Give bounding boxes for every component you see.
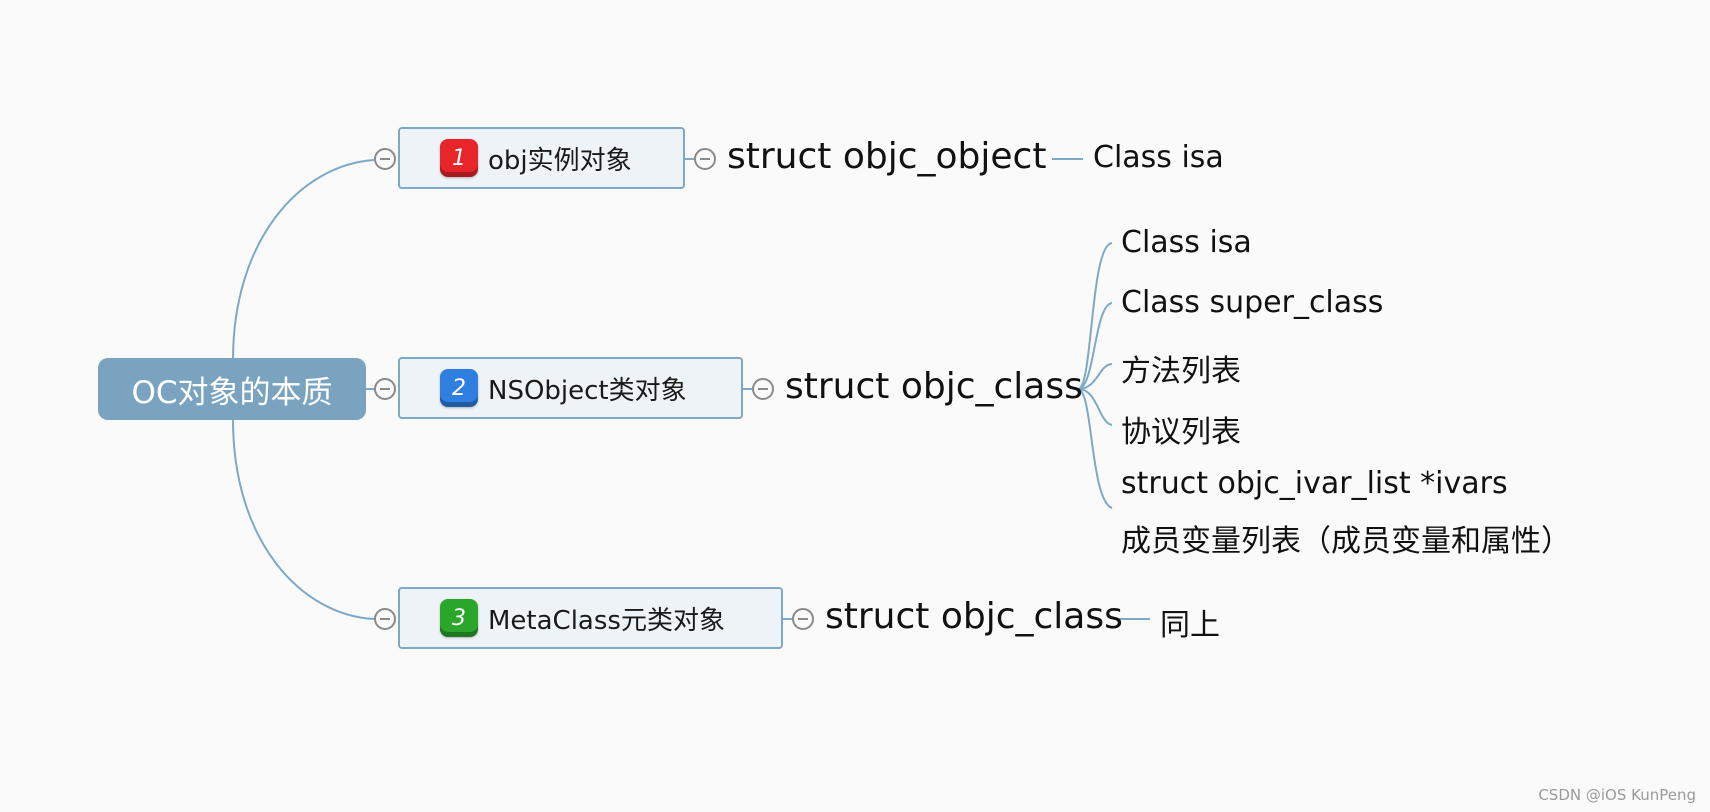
root-label: OC对象的本质 [131, 374, 333, 411]
connector-fan-5 [1077, 388, 1113, 509]
priority-badge-2: 2 [440, 369, 478, 407]
connector-root-branch-1 [232, 159, 375, 361]
leaf-2-2: Class super_class [1121, 285, 1384, 320]
collapse-minus-icon[interactable] [374, 608, 396, 630]
collapse-minus-icon[interactable] [694, 148, 716, 170]
branch-label-3: MetaClass元类对象 [488, 605, 725, 636]
collapse-minus-icon[interactable] [792, 608, 814, 630]
connector-fan-1 [1077, 242, 1113, 390]
collapse-minus-icon[interactable] [374, 148, 396, 170]
branch-label-1: obj实例对象 [488, 145, 632, 176]
branch-label-2: NSObject类对象 [488, 375, 687, 406]
collapse-minus-icon[interactable] [752, 378, 774, 400]
leaf-2-6: 成员变量列表（成员变量和属性） [1121, 524, 1571, 559]
root-node[interactable]: OC对象的本质 [98, 358, 366, 420]
watermark: CSDN @iOS KunPeng [1538, 786, 1696, 804]
struct-label-3: struct objc_class [825, 596, 1123, 637]
branch-node-3[interactable]: 3 MetaClass元类对象 [398, 587, 783, 649]
priority-badge-3: 3 [440, 599, 478, 637]
connector-root-branch-3 [232, 419, 375, 620]
connector-fan-3 [1077, 363, 1113, 390]
priority-badge-1: 1 [440, 139, 478, 177]
collapse-minus-icon[interactable] [374, 378, 396, 400]
branch-node-2[interactable]: 2 NSObject类对象 [398, 357, 743, 419]
struct-label-2: struct objc_class [785, 366, 1083, 407]
leaf-2-3: 方法列表 [1121, 354, 1241, 389]
leaf-3-1: 同上 [1160, 608, 1220, 643]
leaf-2-4: 协议列表 [1121, 415, 1241, 450]
struct-label-1: struct objc_object [727, 136, 1047, 177]
branch-node-1[interactable]: 1 obj实例对象 [398, 127, 685, 189]
leaf-2-5: struct objc_ivar_list *ivars [1121, 466, 1508, 501]
leaf-1-1: Class isa [1093, 140, 1224, 175]
leaf-2-1: Class isa [1121, 225, 1252, 260]
connector-fan-4 [1077, 388, 1113, 426]
connector-fan-2 [1077, 302, 1113, 390]
